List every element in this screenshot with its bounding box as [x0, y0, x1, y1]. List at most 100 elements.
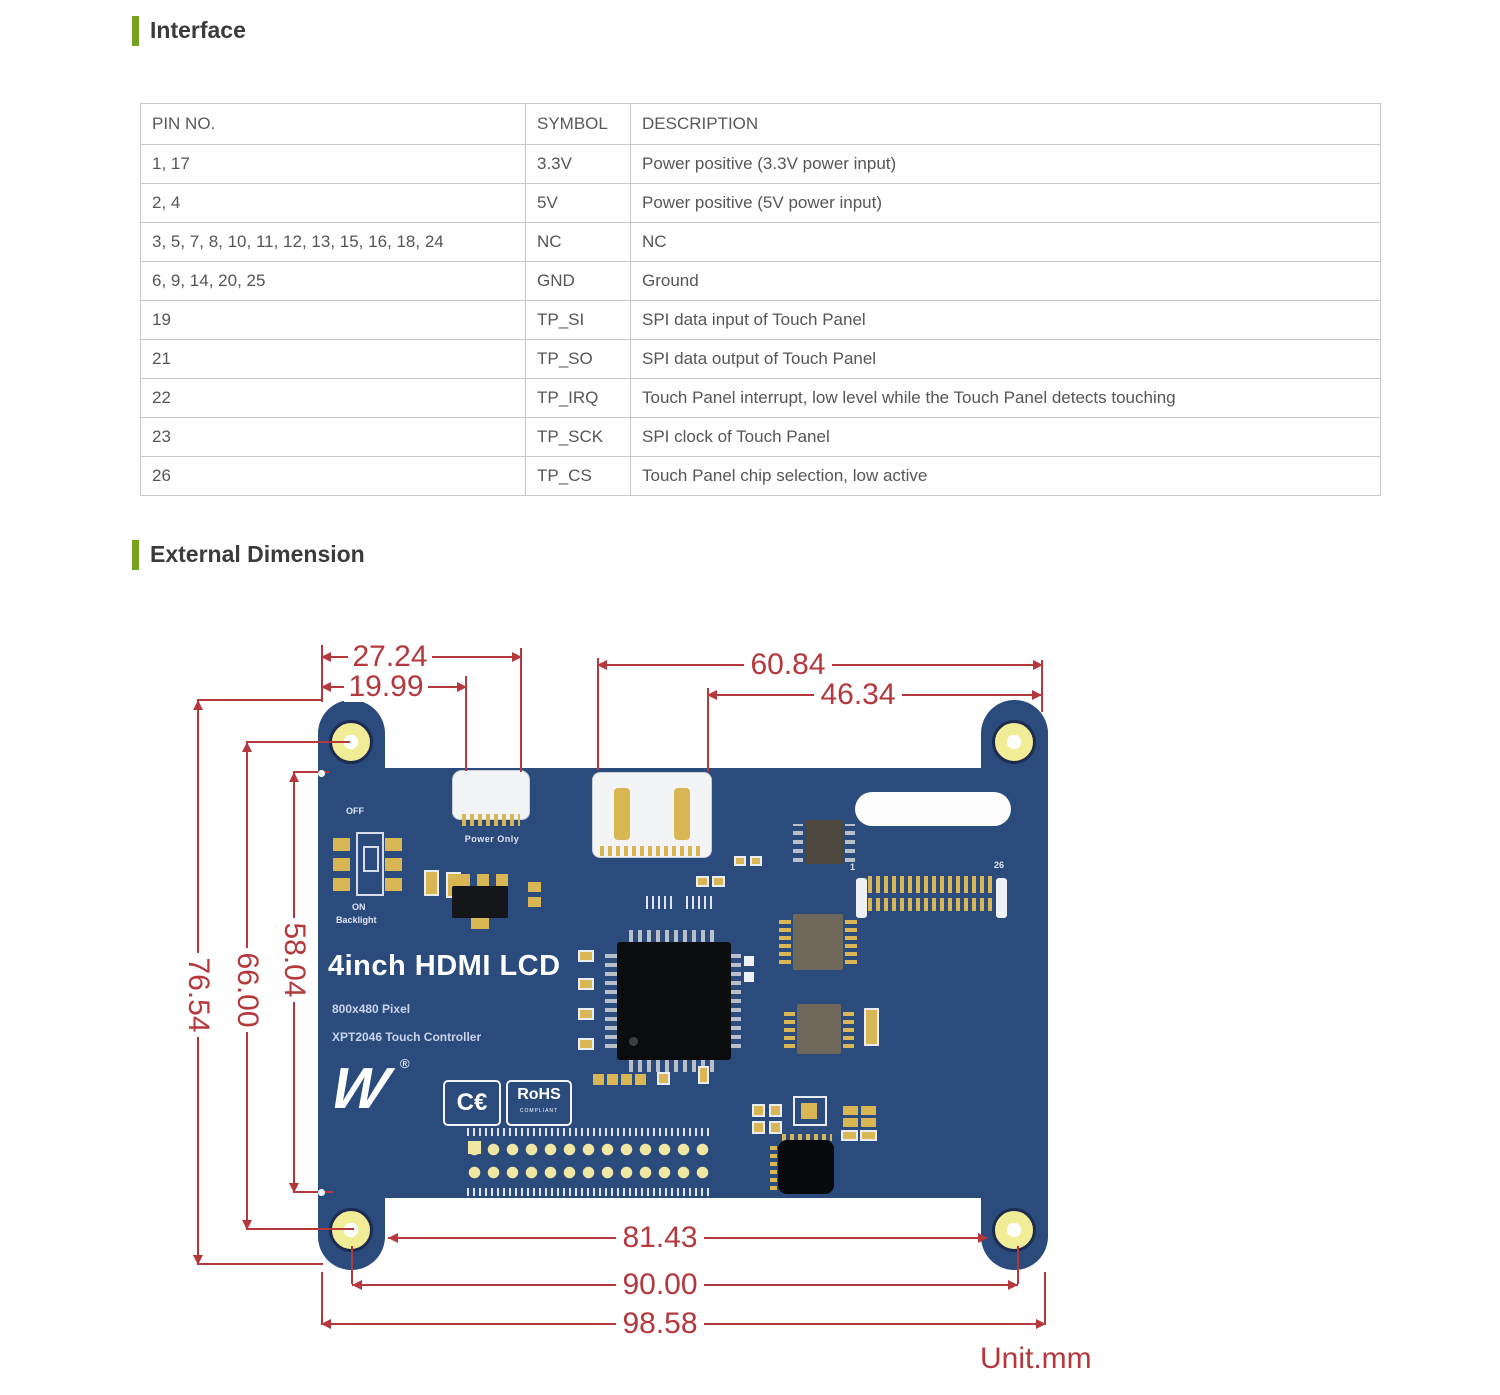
transistor: [452, 886, 508, 918]
measure-dot: [318, 1189, 325, 1196]
soic-pads: [845, 918, 857, 964]
switch-pad: [385, 858, 402, 871]
switch-pad: [333, 878, 350, 891]
backlight-switch: [356, 832, 384, 896]
pcb-pad: [712, 876, 725, 887]
dim-arrow: [289, 772, 299, 782]
table-cell: Power positive (5V power input): [630, 183, 1381, 223]
pcb-pad: [860, 1130, 877, 1141]
dim-label: 27.24: [348, 642, 432, 672]
board-resolution: 800x480 Pixel: [332, 1002, 411, 1016]
pcb-pad: [861, 1106, 876, 1115]
soic-pads: [779, 918, 791, 964]
section-accent-bar: [132, 16, 139, 46]
qfn-pads-top: [782, 1134, 832, 1141]
dim-label: 19.99: [344, 672, 428, 702]
dim-label: 60.84: [744, 650, 832, 680]
table-cell: GND: [525, 261, 631, 301]
pcb-passive: [578, 950, 594, 962]
pcb-pad: [635, 1074, 646, 1085]
micro-usb-connector: [452, 770, 530, 820]
soic-pads: [843, 1008, 854, 1048]
extension-line: [197, 699, 321, 701]
dim-arrow: [978, 1233, 988, 1243]
table-cell: 3.3V: [525, 144, 631, 184]
table-cell: SPI clock of Touch Panel: [630, 417, 1381, 457]
soic-chip: [797, 1004, 841, 1054]
table-cell: 5V: [525, 183, 631, 223]
measure-dot: [318, 770, 325, 777]
qfp-pins-top: [629, 930, 719, 942]
mounting-hole-bottom-right: [992, 1208, 1036, 1252]
gpio-pin-labels-top: [467, 1128, 713, 1136]
table-row: 3, 5, 7, 8, 10, 11, 12, 13, 15, 16, 18, …: [140, 222, 1381, 262]
soic-chip: [793, 914, 843, 970]
pcb-pad: [734, 856, 746, 866]
gpio-pin1-square: [468, 1141, 481, 1154]
dim-arrow: [193, 700, 203, 710]
dim-arrow: [193, 1255, 203, 1265]
pcb-pad: [607, 1074, 618, 1085]
dim-label: 66.00: [231, 948, 264, 1032]
dim-arrow: [1008, 1280, 1018, 1290]
pcb-passive: [744, 956, 754, 966]
pcb-pad: [750, 856, 762, 866]
soic-pads: [784, 1008, 795, 1048]
switch-pad: [385, 878, 402, 891]
pcb-pad: [843, 1106, 858, 1115]
pcb-pad: [593, 1074, 604, 1085]
dim-label: 81.43: [616, 1223, 704, 1253]
table-cell: 21: [140, 339, 526, 379]
board-controller: XPT2046 Touch Controller: [332, 1030, 482, 1044]
pcb-pad: [752, 1104, 765, 1117]
dim-arrow: [321, 1319, 331, 1329]
pin-table-header: SYMBOL: [525, 103, 631, 145]
dim-arrow: [388, 1233, 398, 1243]
extension-line: [351, 1246, 353, 1284]
pcb-pad: [528, 882, 541, 892]
pcb-passive: [578, 978, 594, 990]
extension-line: [1017, 1246, 1019, 1284]
table-cell: Touch Panel chip selection, low active: [630, 456, 1381, 496]
extension-line: [321, 1272, 323, 1323]
pcb-passive: [424, 870, 439, 896]
extension-line: [246, 1228, 354, 1230]
rohs-sub-text: COMPLIANT: [519, 1108, 559, 1114]
dim-arrow: [242, 742, 252, 752]
dim-arrow: [512, 652, 522, 662]
pin-table-header: PIN NO.: [140, 103, 526, 145]
table-cell: 6, 9, 14, 20, 25: [140, 261, 526, 301]
soic-chip: [805, 820, 843, 864]
table-cell: SPI data output of Touch Panel: [630, 339, 1381, 379]
unit-label: Unit.mm: [980, 1342, 1092, 1375]
ffc-contacts-bottom: [868, 898, 996, 911]
main-chip: [617, 942, 731, 1060]
table-cell: SPI data input of Touch Panel: [630, 300, 1381, 340]
pcb-pad: [843, 1118, 858, 1127]
pcb-pad: [769, 1121, 782, 1134]
dim-arrow: [1033, 660, 1043, 670]
pcb-pad: [841, 1130, 858, 1141]
dim-label: 90.00: [616, 1270, 704, 1300]
dim-label: 98.58: [616, 1309, 704, 1339]
pcb-pad: [496, 874, 508, 886]
hdmi-pins: [600, 846, 704, 856]
dim-arrow: [707, 690, 717, 700]
switch-on-label: ON: [352, 902, 366, 912]
table-cell: TP_SO: [525, 339, 631, 379]
extension-line: [1044, 1272, 1046, 1323]
pcb-pad: [621, 1074, 632, 1085]
table-cell: TP_SCK: [525, 417, 631, 457]
pcb-pad: [657, 1072, 670, 1085]
section-title-interface: Interface: [150, 17, 246, 43]
table-cell: 19: [140, 300, 526, 340]
qfn-pads-left: [770, 1144, 777, 1190]
gpio-header: [465, 1138, 713, 1184]
dim-arrow: [289, 1183, 299, 1193]
pcb-passive: [698, 1066, 709, 1084]
